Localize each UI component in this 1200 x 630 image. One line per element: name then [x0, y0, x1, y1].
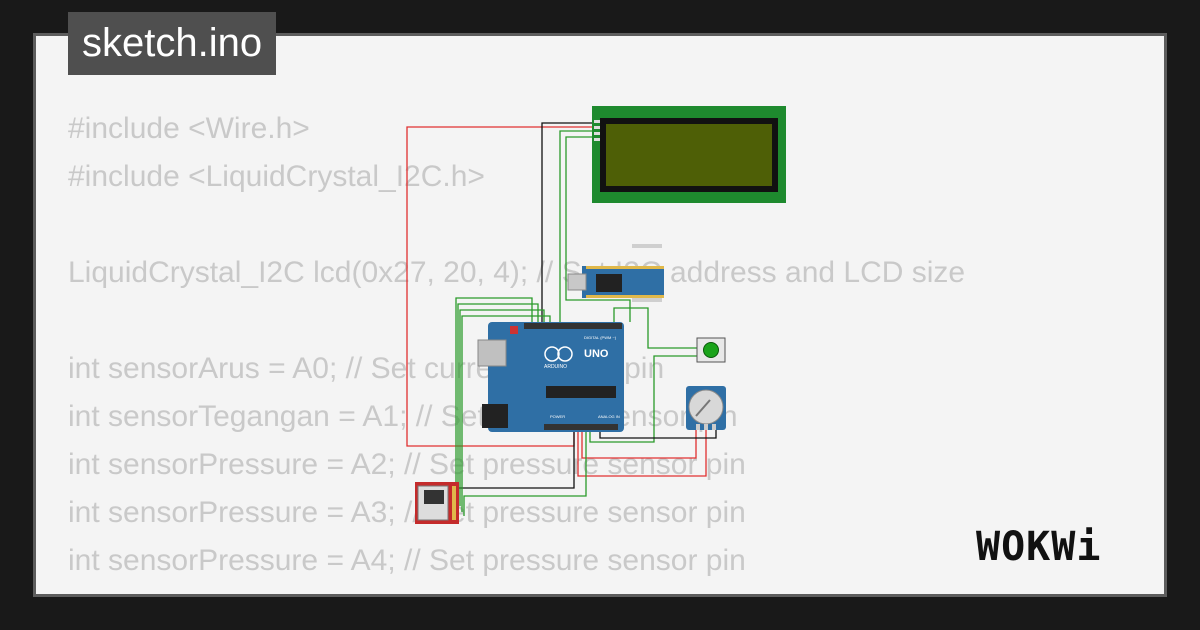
atmega-chip	[546, 386, 616, 398]
usb-port	[477, 339, 507, 367]
code-line: int sensorPressure = A4; // Set pressure…	[68, 544, 746, 577]
arduino-model-label: UNO	[584, 348, 609, 360]
pushbutton-cap[interactable]	[703, 342, 719, 358]
wire-black-sd	[456, 428, 575, 489]
wires	[406, 122, 717, 516]
wire-green-lcd-scl	[565, 136, 631, 322]
wire-red-pot	[581, 428, 697, 459]
code-line: #include <LiquidCrystal_I2C.h>	[68, 160, 485, 193]
potentiometer[interactable]	[686, 386, 726, 430]
wire-green-lcd-sda	[559, 130, 596, 328]
digital-header	[524, 323, 622, 329]
digital-label: DIGITAL (PWM ~)	[584, 335, 617, 340]
wire-black-pot	[599, 428, 717, 439]
sketch-title: sketch.ino	[68, 12, 277, 75]
code-line: LiquidCrystal_I2C lcd(0x27, 20, 4); // S…	[68, 256, 966, 289]
wire-green-sd-3	[459, 309, 545, 506]
wire-green-sd-2	[457, 303, 539, 500]
analog-label: ANALOG IN	[598, 414, 620, 419]
wire-green-button	[613, 307, 700, 349]
reset-button[interactable]	[510, 326, 518, 334]
pushbutton[interactable]	[696, 337, 726, 363]
arduino-nano[interactable]	[567, 242, 664, 302]
code-line: int sensorPressure = A2; // Set pressure…	[68, 448, 746, 481]
arduino-brand-label: ARDUINO	[544, 364, 567, 370]
wire-green-sd-5	[463, 428, 587, 516]
power-label: POWER	[550, 414, 565, 419]
potentiometer-knob[interactable]	[688, 389, 724, 425]
analog-header	[544, 424, 618, 430]
wire-red-pot-2	[577, 428, 707, 477]
code-line: int sensorWaterFlow = A5; // Set water f…	[68, 585, 965, 594]
code-line: #include <Wire.h>	[68, 112, 310, 145]
arduino-logo-icon	[544, 346, 560, 362]
wire-green-sd-1	[455, 297, 533, 494]
lcd-display[interactable]	[592, 106, 786, 203]
wire-black-lcd-gnd	[541, 122, 596, 328]
code-preview: #include <Wire.h> #include <LiquidCrystal…	[68, 105, 966, 594]
power-jack	[482, 404, 508, 428]
sd-card-module[interactable]	[415, 482, 459, 524]
wire-green-sd-4	[461, 315, 551, 512]
wokwi-logo: WOKWi	[976, 524, 1102, 570]
arduino-uno[interactable]: UNO ARDUINO DIGITAL (PWM ~) POWER ANALOG…	[477, 322, 624, 432]
